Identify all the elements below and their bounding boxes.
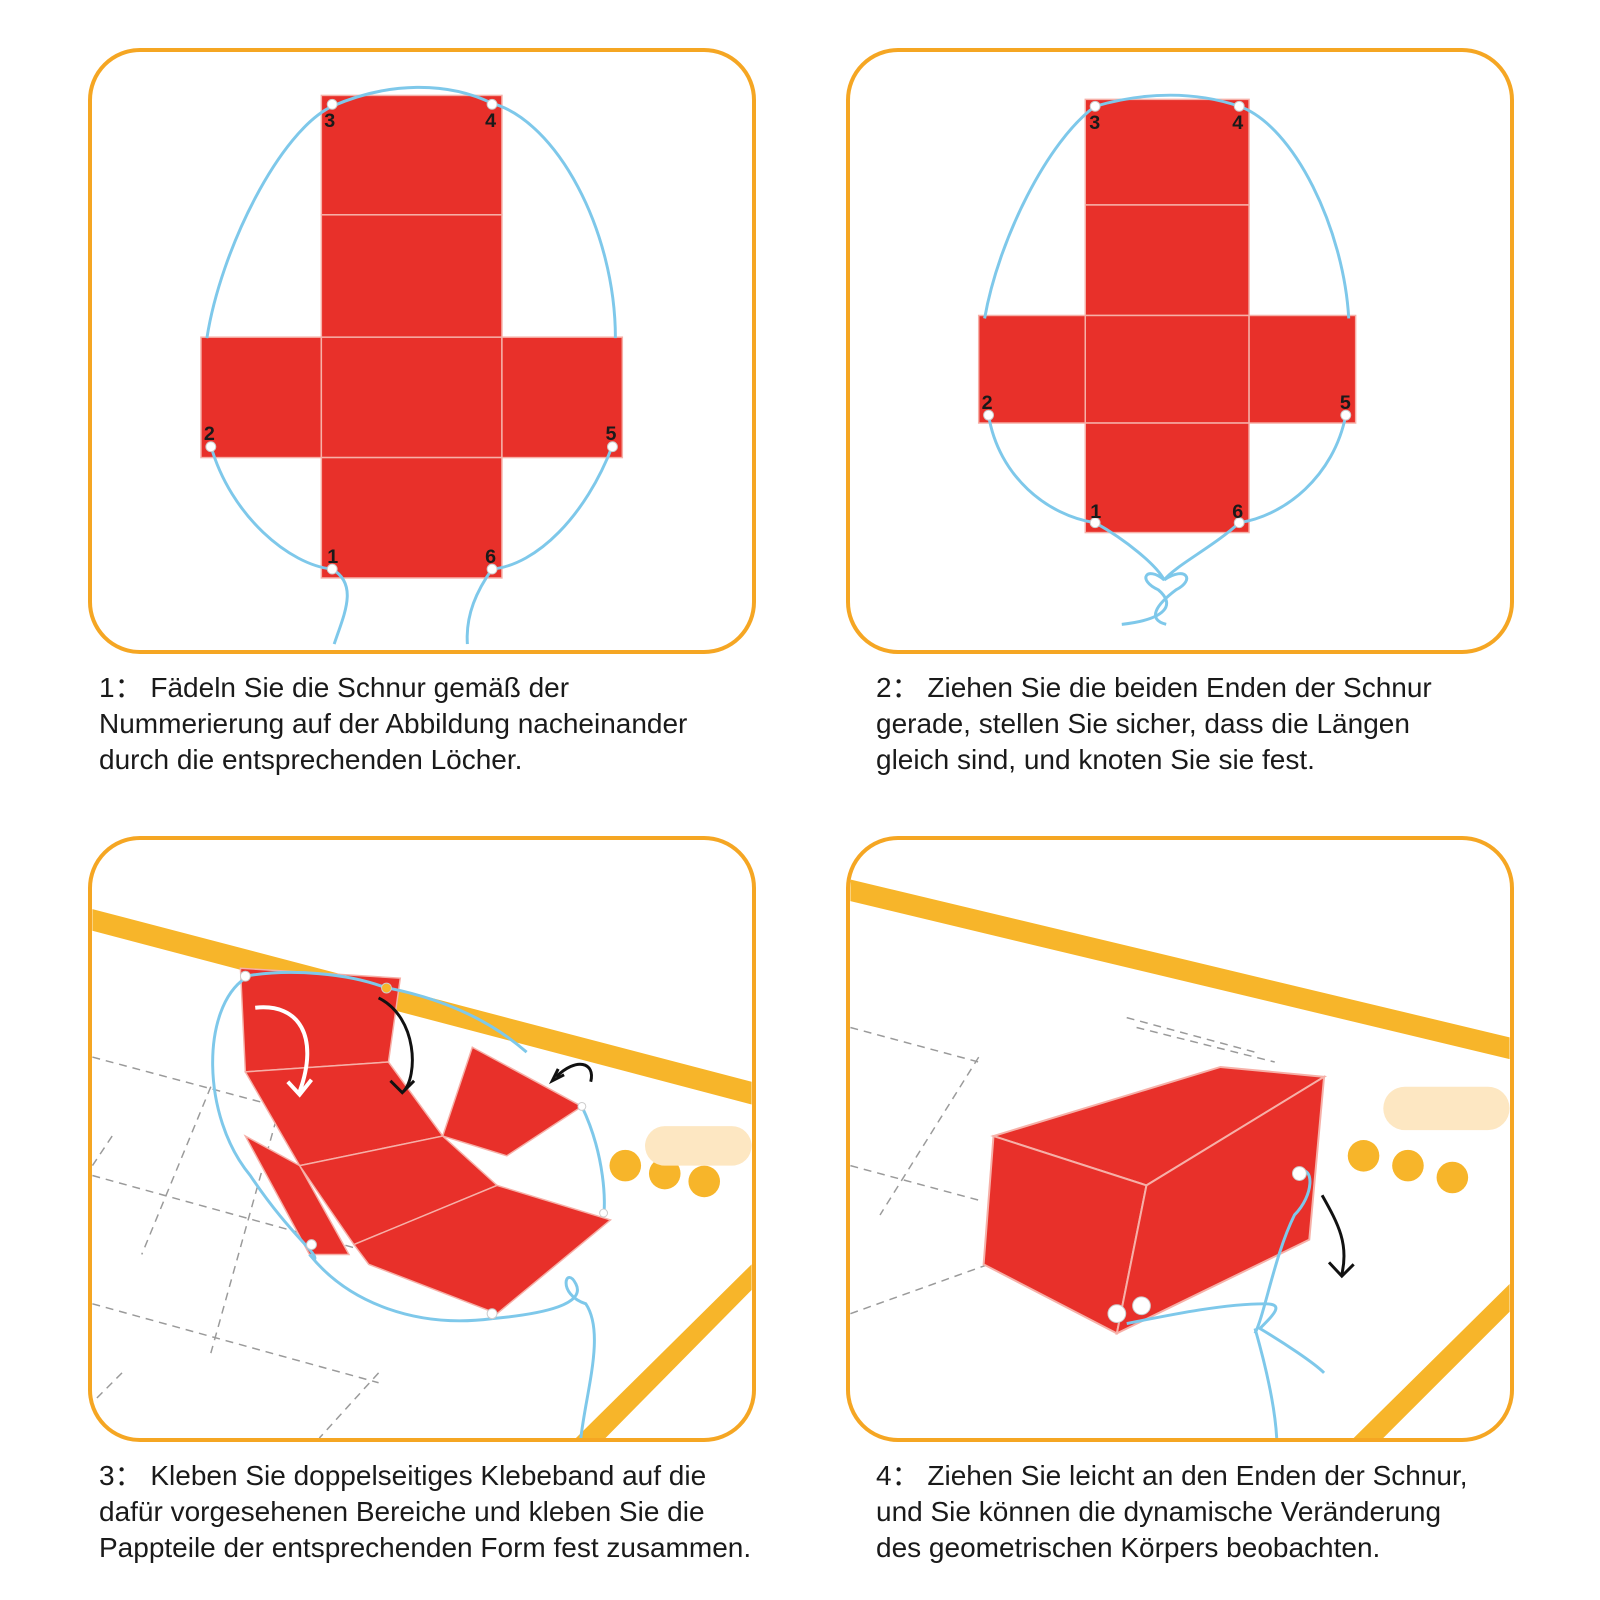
card-net — [239, 967, 613, 1315]
holes — [1107, 1166, 1307, 1324]
card-net — [977, 98, 1357, 534]
step-3-caption: 3： Kleben Sie doppelseitiges Klebeband a… — [99, 1458, 799, 1566]
holes — [205, 98, 618, 575]
step-1-caption: 1： Fädeln Sie die Schnur gemäß der Numme… — [99, 670, 799, 778]
step-number: 2 — [876, 672, 892, 703]
caption-line: des geometrischen Körpers beobachten. — [876, 1532, 1381, 1563]
hole-label-6: 6 — [1232, 501, 1243, 523]
hole-label-2: 2 — [982, 392, 993, 414]
step-3-illustration — [88, 836, 756, 1442]
caption-line: 3： Kleben Sie doppelseitiges Klebeband a… — [99, 1460, 707, 1491]
hole-label-5: 5 — [606, 423, 617, 445]
hole-label-6: 6 — [485, 546, 496, 568]
folding-net — [92, 909, 752, 1438]
base-board-edge-lower — [1353, 1284, 1510, 1438]
step-2-caption: 2： Ziehen Sie die beiden Enden der Schnu… — [876, 670, 1576, 778]
hole-label-5: 5 — [1340, 392, 1351, 414]
holes — [239, 970, 609, 1320]
holes — [983, 100, 1352, 529]
string — [205, 85, 617, 645]
pull-arrow — [1320, 1194, 1355, 1279]
card-net — [200, 94, 624, 579]
hole-label-4: 4 — [1232, 112, 1243, 134]
caption-line: gleich sind, und knoten Sie sie fest. — [876, 744, 1315, 775]
hole-label-3: 3 — [1089, 112, 1100, 134]
dashed-outline — [850, 1016, 1275, 1315]
cube-net-knotted: 3 4 2 5 1 6 — [977, 93, 1357, 626]
step-number: 4 — [876, 1460, 892, 1491]
caption-line: durch die entsprechenden Löcher. — [99, 744, 523, 775]
caption-line: 1： Fädeln Sie die Schnur gemäß der — [99, 672, 570, 703]
string — [983, 93, 1351, 626]
step-4-illustration — [846, 836, 1514, 1442]
hole-label-1: 1 — [1090, 501, 1101, 523]
badge-dots — [609, 1126, 752, 1198]
cube-net-threaded: 3 4 2 5 1 6 — [200, 85, 624, 645]
caption-line: dafür vorgesehenen Bereiche und kleben S… — [99, 1496, 705, 1527]
caption-line: und Sie können die dynamische Veränderun… — [876, 1496, 1442, 1527]
step-2-illustration: 3 4 2 5 1 6 — [846, 48, 1514, 654]
step-number: 1 — [99, 672, 115, 703]
hole-label-1: 1 — [327, 546, 338, 568]
hole-label-4: 4 — [485, 110, 496, 132]
step-number: 3 — [99, 1460, 115, 1491]
base-board-edge-lower — [575, 1264, 752, 1438]
fold-arrow-black — [377, 996, 593, 1095]
caption-line: Pappteile der entsprechenden Form fest z… — [99, 1532, 752, 1563]
base-board-edge — [92, 909, 752, 1105]
fold-arrow-white — [255, 1005, 314, 1098]
assembled-cuboid — [850, 879, 1510, 1438]
hole-label-2: 2 — [204, 423, 215, 445]
badge-dots — [1347, 1086, 1510, 1194]
step-4-caption: 4： Ziehen Sie leicht an den Enden der Sc… — [876, 1458, 1576, 1566]
caption-line: 4： Ziehen Sie leicht an den Enden der Sc… — [876, 1460, 1468, 1491]
caption-line: Nummerierung auf der Abbildung nacheinan… — [99, 708, 688, 739]
cuboid — [982, 1065, 1328, 1336]
step-1-illustration: 3 4 2 5 1 6 — [88, 48, 756, 654]
base-board-edge — [850, 879, 1510, 1060]
caption-line: gerade, stellen Sie sicher, dass die Län… — [876, 708, 1410, 739]
string — [1126, 1169, 1326, 1438]
hole-label-3: 3 — [324, 110, 335, 132]
caption-line: 2： Ziehen Sie die beiden Enden der Schnu… — [876, 672, 1432, 703]
